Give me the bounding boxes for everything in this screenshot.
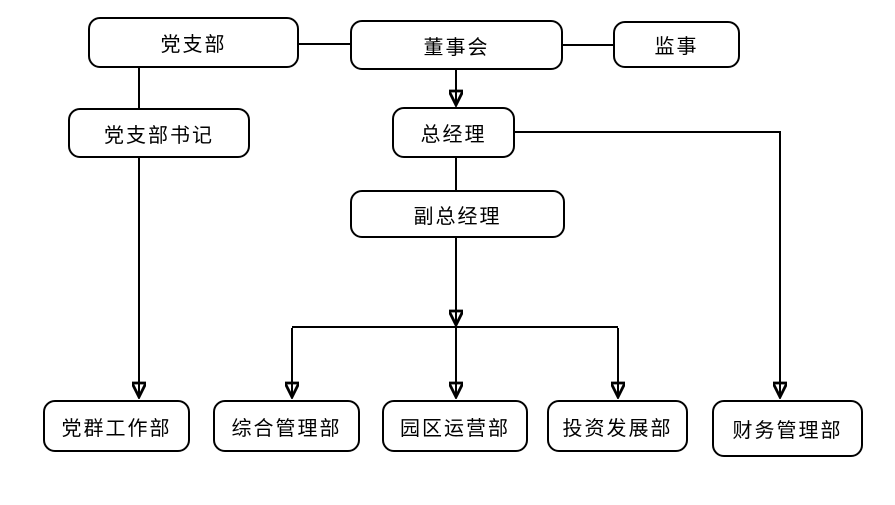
node-party-masses-work-dept: 党群工作部	[43, 400, 190, 452]
node-supervisor: 监事	[613, 21, 740, 68]
node-general-management-dept: 综合管理部	[213, 400, 360, 452]
node-finance-management-dept: 财务管理部	[712, 400, 863, 457]
edge-general-manager-to-finance-dept-arrow	[515, 131, 780, 397]
node-investment-development-dept: 投资发展部	[547, 400, 688, 452]
node-park-operations-dept: 园区运营部	[382, 400, 528, 452]
node-general-manager: 总经理	[392, 107, 515, 158]
node-party-branch: 党支部	[88, 17, 299, 68]
node-party-branch-secretary: 党支部书记	[68, 108, 250, 158]
node-board-of-directors: 董事会	[350, 20, 563, 70]
node-deputy-general-manager: 副总经理	[350, 190, 565, 238]
